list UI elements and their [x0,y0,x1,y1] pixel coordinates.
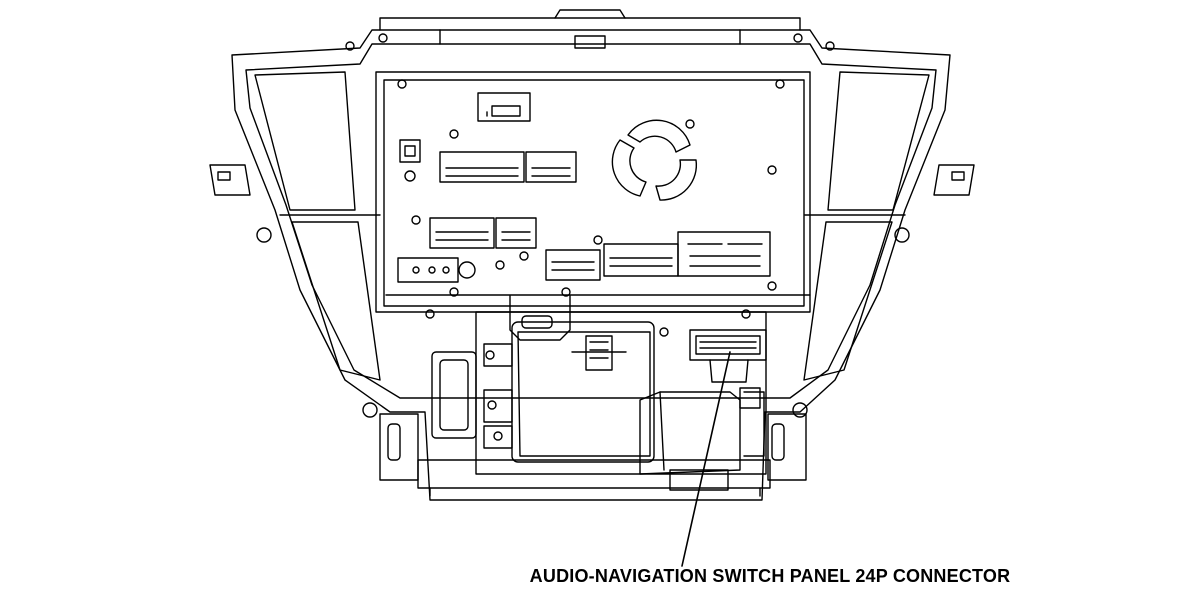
fan-icon [611,119,698,201]
side-vent-openings [254,71,930,381]
outer-bezel-frame [209,9,975,501]
switch-panel-24p-connector [689,329,767,383]
unit-connectors [397,92,771,283]
callout-label: AUDIO-NAVIGATION SWITCH PANEL 24P CONNEC… [529,566,1011,586]
navigation-unit [379,295,807,497]
callout-leader-line [681,351,731,567]
